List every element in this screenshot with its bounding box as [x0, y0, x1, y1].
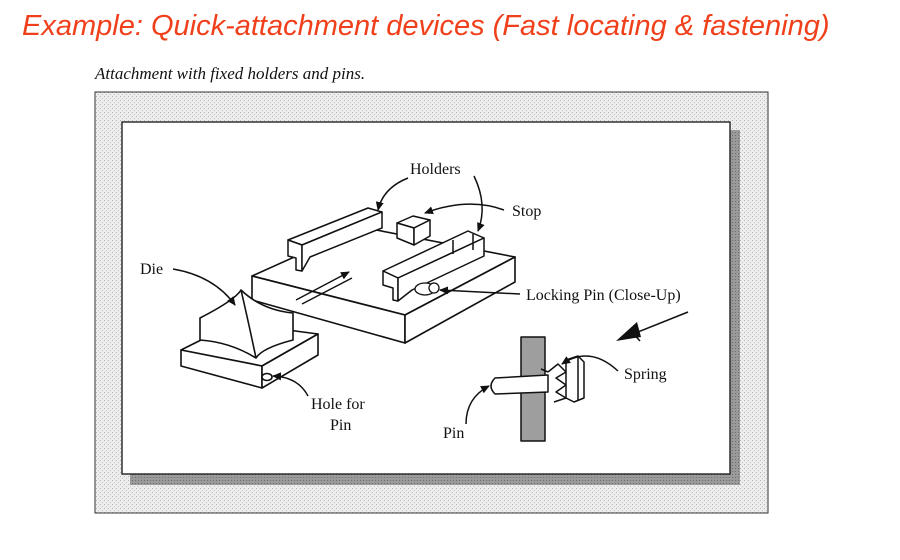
- left-holder: [287, 207, 383, 272]
- view-direction-arrow: [616, 311, 689, 342]
- label-hole-for: Hole for: [311, 396, 365, 413]
- label-holders: Holders: [410, 161, 461, 178]
- label-locking-pin: Locking Pin (Close-Up): [526, 287, 681, 304]
- label-stop: Stop: [512, 203, 541, 220]
- stop-block: [396, 215, 431, 246]
- label-die: Die: [140, 261, 163, 278]
- callout-arrows: [172, 175, 619, 425]
- pin-closeup: [490, 336, 585, 442]
- slide-direction-arrow: [295, 271, 353, 305]
- locking-pin-head: [414, 282, 440, 296]
- label-pin: Pin: [443, 425, 464, 442]
- slide-title: Example: Quick-attachment devices (Fast …: [22, 10, 830, 42]
- label-spring: Spring: [624, 366, 667, 383]
- figure-caption: Attachment with fixed holders and pins.: [95, 64, 366, 83]
- label-hole-pin: Pin: [330, 417, 351, 434]
